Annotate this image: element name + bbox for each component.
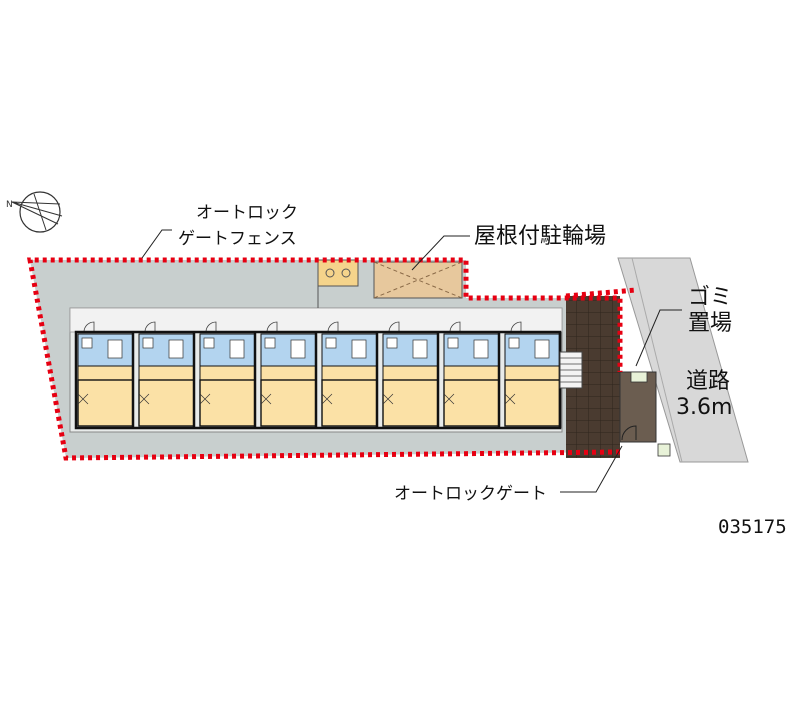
autolock-fence [27,257,623,461]
bath-icon [534,339,550,359]
toilet-icon [325,337,337,349]
kitchen [199,365,256,381]
apartment-unit [443,321,501,428]
corridor [69,307,563,333]
toilet-icon [447,337,459,349]
living-room [199,379,256,427]
kitchen [504,365,561,381]
closet-icon [443,393,455,405]
toilet-icon [81,337,93,349]
toilet-icon [386,337,398,349]
apartment-unit [504,321,562,428]
kitchen [382,365,439,381]
living-room [260,379,317,427]
leader-garbage [635,309,682,367]
door-icon [205,321,217,333]
kitchen [138,365,195,381]
kitchen [77,365,134,381]
bath-icon [412,339,428,359]
bath-icon [107,339,123,359]
toilet-icon [264,337,276,349]
door-icon [144,321,156,333]
bath-icon [473,339,489,359]
closet-icon [382,393,394,405]
door-icon [83,321,95,333]
living-room [321,379,378,427]
entrance-path [586,296,620,456]
bike-shelter-label: 屋根付駐輪場 [474,224,606,249]
road [617,257,749,463]
leader-fence [141,229,172,259]
apartment-unit [77,321,135,428]
apartment-unit [260,321,318,428]
living-room [382,379,439,427]
autolock-gate-label: オートロックゲート [394,484,547,504]
toilet-icon [142,337,154,349]
door-icon [327,321,339,333]
closet-icon [260,393,272,405]
road-label-line1: 道路 [686,369,730,394]
kitchen [260,365,317,381]
garbage-label-line1: ゴミ [688,285,732,310]
closet-icon [504,393,516,405]
door-icon [388,321,400,333]
property-code: 035175 [718,516,787,538]
leader-bike [411,235,470,271]
apartment-unit [321,321,379,428]
bike-shelter-area [373,261,463,299]
gate-post [657,443,671,457]
garbage-label-line2: 置場 [688,311,732,336]
leader-gate [560,445,623,493]
closet-icon [199,393,211,405]
mailbox-icon [317,259,359,308]
toilet-icon [203,337,215,349]
apartment-unit [138,321,196,428]
bath-icon [168,339,184,359]
compass-icon: N [6,191,63,233]
door-icon [266,321,278,333]
living-room [138,379,195,427]
kitchen [321,365,378,381]
closet-icon [138,393,150,405]
door-icon [510,321,522,333]
apartment-unit [382,321,440,428]
units-layer [74,321,562,430]
toilet-icon [508,337,520,349]
living-room [504,379,561,427]
living-room [443,379,500,427]
closet-icon [321,393,333,405]
bath-icon [229,339,245,359]
apartment-unit [199,321,257,428]
bath-icon [290,339,306,359]
autolock-fence-gate-side [565,287,637,299]
closet-icon [77,393,89,405]
stair [559,351,583,389]
garbage-bin-icon [630,371,648,383]
svg-text:N: N [6,200,13,210]
autolock-fence-label-line1: オートロック [196,203,298,223]
door-icon [449,321,461,333]
living-room [77,379,134,427]
kitchen [443,365,500,381]
autolock-gate-symbol [621,425,637,441]
autolock-fence-label-line2: ゲートフェンス [178,229,297,249]
road-label-line2: 3.6m [676,395,732,420]
bath-icon [351,339,367,359]
